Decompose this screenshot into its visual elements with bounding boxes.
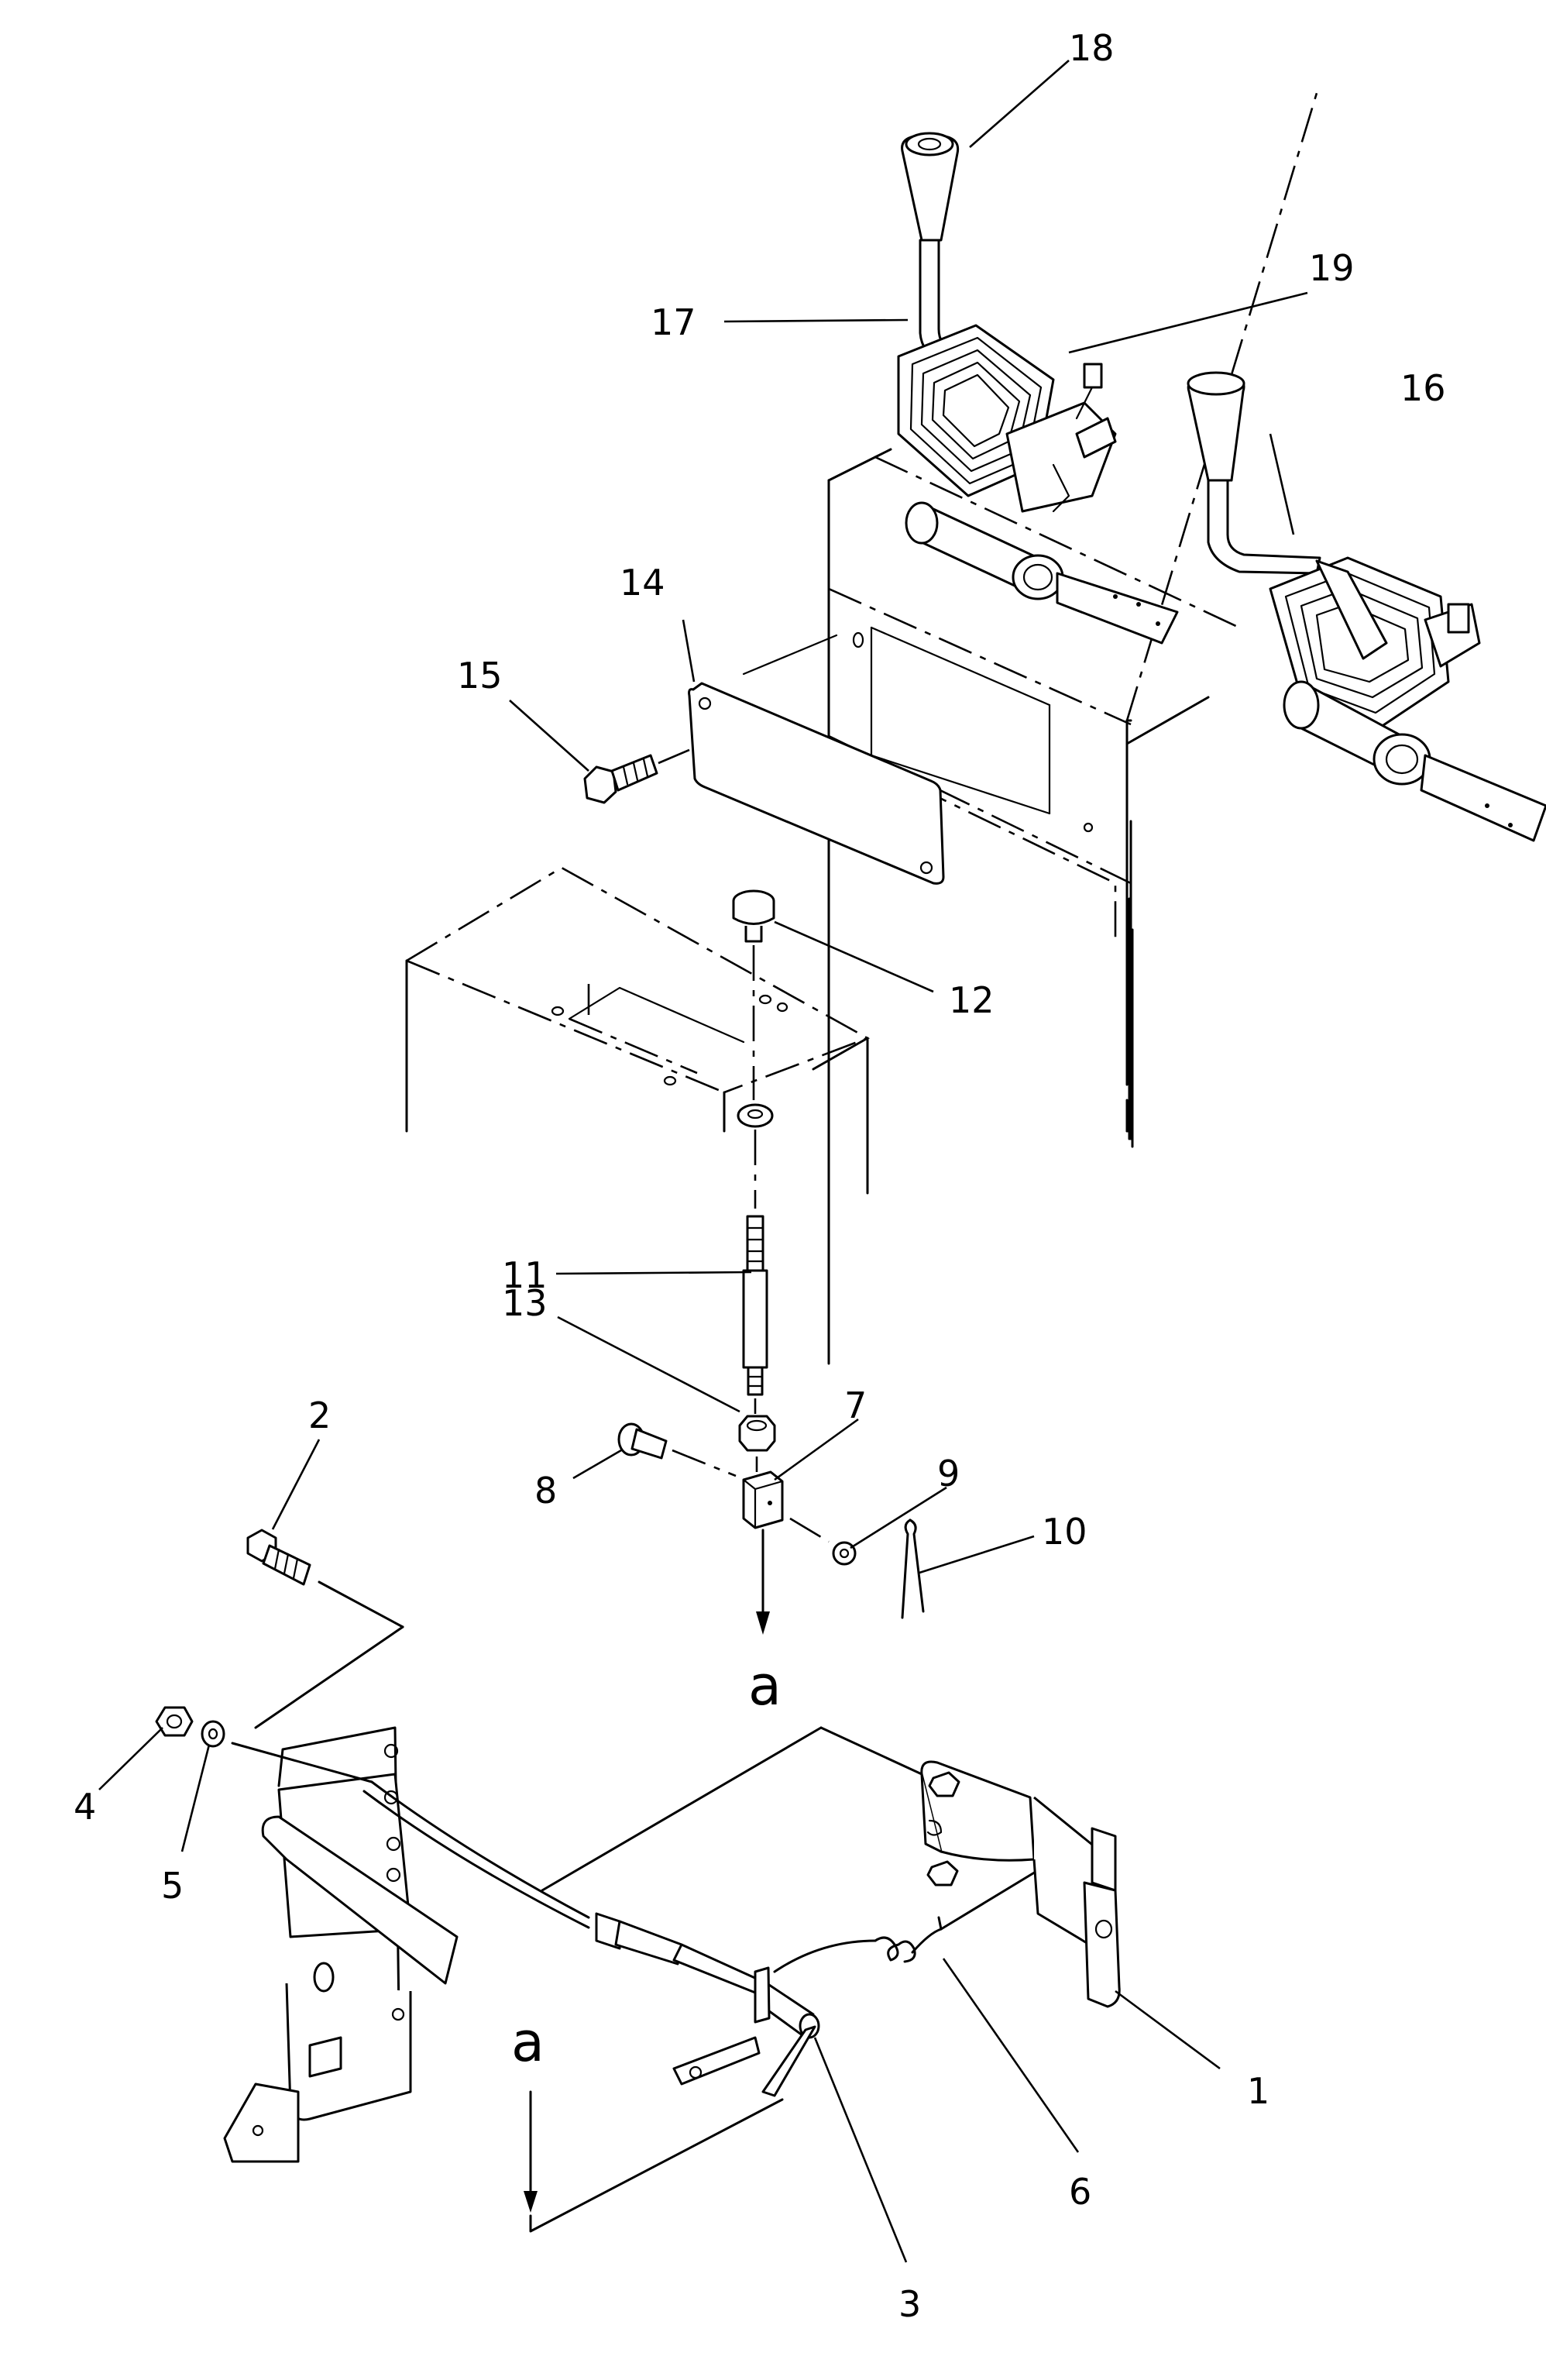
nut-4 bbox=[155, 1706, 194, 1737]
reference-mark-upper-a: a bbox=[748, 1654, 782, 1718]
nut-13 bbox=[738, 1415, 776, 1472]
lower-console-box bbox=[405, 866, 871, 1195]
washer-5 bbox=[201, 1720, 225, 1748]
lever-assembly-16 bbox=[1187, 371, 1546, 842]
callout-6: 6 bbox=[1069, 2171, 1091, 2213]
bolt-2 bbox=[246, 1529, 404, 1729]
block-7 bbox=[742, 1470, 784, 1529]
bracket-left bbox=[223, 1726, 459, 2163]
callout-14: 14 bbox=[620, 562, 665, 604]
shift-lever-assembly bbox=[897, 132, 1179, 645]
callout-16: 16 bbox=[1400, 367, 1446, 409]
callout-9: 9 bbox=[937, 1453, 960, 1494]
reference-mark-lower-a: a bbox=[511, 2010, 545, 2074]
knob-12 bbox=[732, 889, 775, 1209]
lever-16-rod bbox=[1207, 479, 1321, 575]
callout-5: 5 bbox=[161, 1865, 184, 1907]
callout-2: 2 bbox=[308, 1395, 331, 1436]
leader-lines bbox=[98, 60, 1308, 2263]
bolt-15 bbox=[583, 748, 690, 804]
reference-arrow-lower bbox=[524, 2090, 784, 2233]
rod-11 bbox=[742, 1215, 768, 1414]
cable-routing-line bbox=[541, 1726, 923, 1892]
callout-4: 4 bbox=[74, 1786, 96, 1828]
callout-labels: 18 17 19 16 14 15 12 11 13 7 8 9 10 2 4 … bbox=[74, 27, 1446, 2325]
bolt-8 bbox=[617, 1422, 737, 1477]
callout-11: 11 bbox=[502, 1254, 548, 1296]
callout-12: 12 bbox=[949, 979, 995, 1021]
callout-15: 15 bbox=[457, 655, 503, 696]
cotter-pin-10 bbox=[901, 1518, 925, 1619]
washer-9 bbox=[789, 1517, 857, 1566]
upper-console-box bbox=[827, 92, 1318, 1365]
callout-8: 8 bbox=[534, 1470, 557, 1512]
callout-3: 3 bbox=[898, 2283, 921, 2325]
control-cable-3 bbox=[231, 1742, 820, 2097]
callout-18: 18 bbox=[1069, 27, 1115, 69]
callout-1: 1 bbox=[1247, 2070, 1269, 2112]
reference-arrow-upper bbox=[756, 1529, 770, 1635]
callout-19: 19 bbox=[1309, 247, 1355, 289]
callout-17: 17 bbox=[651, 301, 696, 343]
bracket-1 bbox=[920, 1760, 1121, 2008]
callout-7: 7 bbox=[844, 1384, 867, 1426]
callout-13: 13 bbox=[502, 1282, 548, 1324]
callout-10: 10 bbox=[1042, 1511, 1087, 1553]
spring-6 bbox=[773, 1850, 1070, 1973]
cover-plate-14 bbox=[688, 634, 945, 885]
